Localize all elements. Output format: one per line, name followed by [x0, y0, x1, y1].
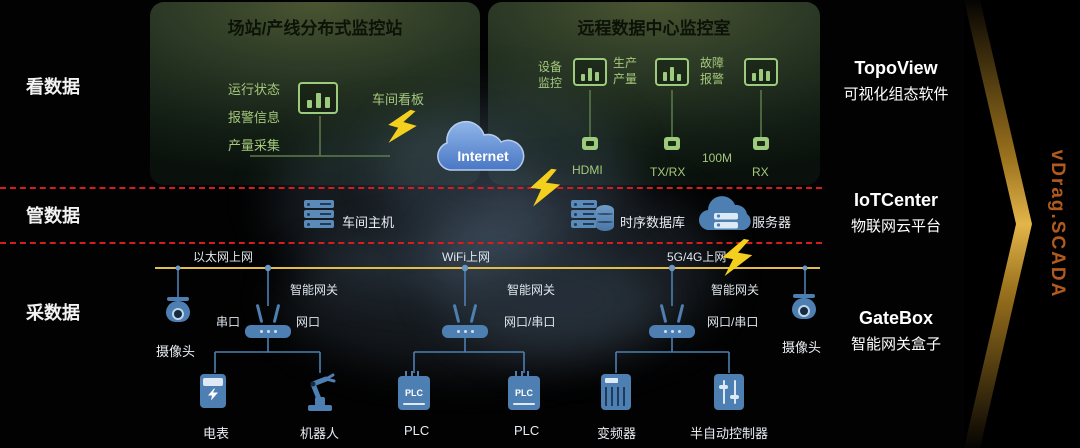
port-label-rx: RX	[752, 165, 769, 179]
product-iotcenter: IoTCenter 物联网云平台	[824, 190, 968, 236]
device-label-meter: 电表	[203, 426, 230, 441]
product-desc: 智能网关盒子	[850, 336, 941, 353]
port-label-100m: 100M	[702, 151, 733, 165]
camera-label-right: 摄像头	[782, 340, 822, 355]
workshop-host-icon	[304, 200, 334, 230]
controller-icon	[714, 374, 744, 410]
vfd-icon	[601, 374, 631, 410]
workshop-board-label: 车间看板	[372, 92, 425, 107]
rx-port-icon	[753, 137, 769, 150]
metric-yield-collect: 产量采集	[228, 138, 281, 153]
brand-band: vDrag.SCADA	[964, 0, 1080, 448]
metric-alarm-info: 报警信息	[228, 110, 281, 125]
metric-running-status: 运行状态	[228, 82, 281, 97]
gold-chevron	[964, 0, 1032, 448]
dome-camera-icon-right	[789, 294, 819, 326]
lightning-icon	[388, 109, 417, 143]
plc-icon-2: PLC	[508, 371, 540, 410]
bus-label-ethernet: 以太网上网	[193, 250, 254, 264]
tsdb-label: 时序数据库	[620, 215, 686, 230]
product-desc: 可视化组态软件	[843, 86, 949, 103]
router-icon-1	[245, 303, 291, 338]
monitor-label-device: 设备监控	[538, 60, 563, 90]
gateway-label-3: 智能网关	[711, 283, 760, 297]
product-gatebox: GateBox 智能网关盒子	[824, 308, 968, 354]
robot-arm-icon	[308, 373, 336, 411]
power-meter-icon	[200, 374, 226, 408]
cloud-backdrop	[280, 230, 660, 370]
cloud-server-icon	[698, 196, 751, 231]
product-topoview: TopoView 可视化组态软件	[824, 58, 968, 104]
datacenter-panel-title: 远程数据中心监控室	[577, 19, 731, 38]
gateway-label-2: 智能网关	[507, 283, 556, 297]
monitor-label-production: 生产产量	[613, 56, 638, 86]
layer-label-manage: 管数据	[26, 206, 80, 226]
tsdb-rack-icon	[571, 200, 597, 230]
plc-icon-text: PLC	[515, 388, 533, 398]
txrx-port-icon	[664, 137, 680, 150]
hdmi-port-icon	[582, 137, 598, 150]
workshop-board-monitor-icon	[298, 82, 338, 114]
device-label-robot: 机器人	[300, 426, 340, 441]
device-label-controller: 半自动控制器	[690, 426, 769, 441]
port-label-hdmi: HDMI	[572, 163, 603, 177]
camera-label-left: 摄像头	[156, 344, 196, 359]
port-label-lan-serial-mid: 网口/串口	[504, 315, 556, 329]
internet-label: Internet	[457, 148, 509, 164]
database-icon	[596, 205, 614, 231]
product-desc: 物联网云平台	[850, 218, 941, 235]
product-name: GateBox	[858, 308, 934, 328]
layer-divider-bottom	[0, 242, 822, 244]
port-label-lan: 网口	[296, 315, 321, 329]
gateway-label-1: 智能网关	[290, 283, 339, 297]
router-icon-2	[442, 303, 488, 338]
bus-label-wifi: WiFi上网	[442, 250, 490, 264]
port-label-txrx: TX/RX	[650, 165, 686, 179]
device-label-vfd: 变频器	[597, 426, 637, 441]
lightning-icon	[530, 168, 561, 207]
station-panel-title: 场站/产线分布式监控站	[227, 19, 403, 38]
port-label-serial: 串口	[216, 315, 241, 329]
server-label: 服务器	[752, 215, 792, 230]
port-label-lan-serial-right: 网口/串口	[707, 315, 759, 329]
internet-cloud-icon: Internet	[437, 120, 525, 171]
production-monitor-icon	[655, 58, 689, 86]
brand-vertical-text: vDrag.SCADA	[1047, 149, 1068, 299]
device-label-plc2: PLC	[514, 423, 540, 438]
lightning-icon	[722, 238, 753, 277]
router-icon-3	[649, 303, 695, 338]
layer-label-view: 看数据	[26, 77, 80, 97]
layer-label-collect: 采数据	[26, 303, 80, 323]
device-label-plc1: PLC	[404, 423, 430, 438]
product-name: IoTCenter	[853, 190, 938, 210]
product-name: TopoView	[854, 58, 938, 78]
fault-monitor-icon	[744, 58, 778, 86]
plc-icon-1: PLC	[398, 371, 430, 410]
device-monitor-icon	[573, 58, 607, 86]
layer-divider-top	[0, 187, 822, 189]
workshop-host-label: 车间主机	[342, 215, 395, 230]
plc-icon-text: PLC	[405, 388, 423, 398]
dome-camera-icon-left	[163, 297, 193, 329]
bus-label-cellular: 5G/4G上网	[667, 250, 727, 264]
monitor-label-fault: 故障报警	[700, 56, 725, 86]
datacenter-panel: 远程数据中心监控室	[488, 2, 820, 185]
